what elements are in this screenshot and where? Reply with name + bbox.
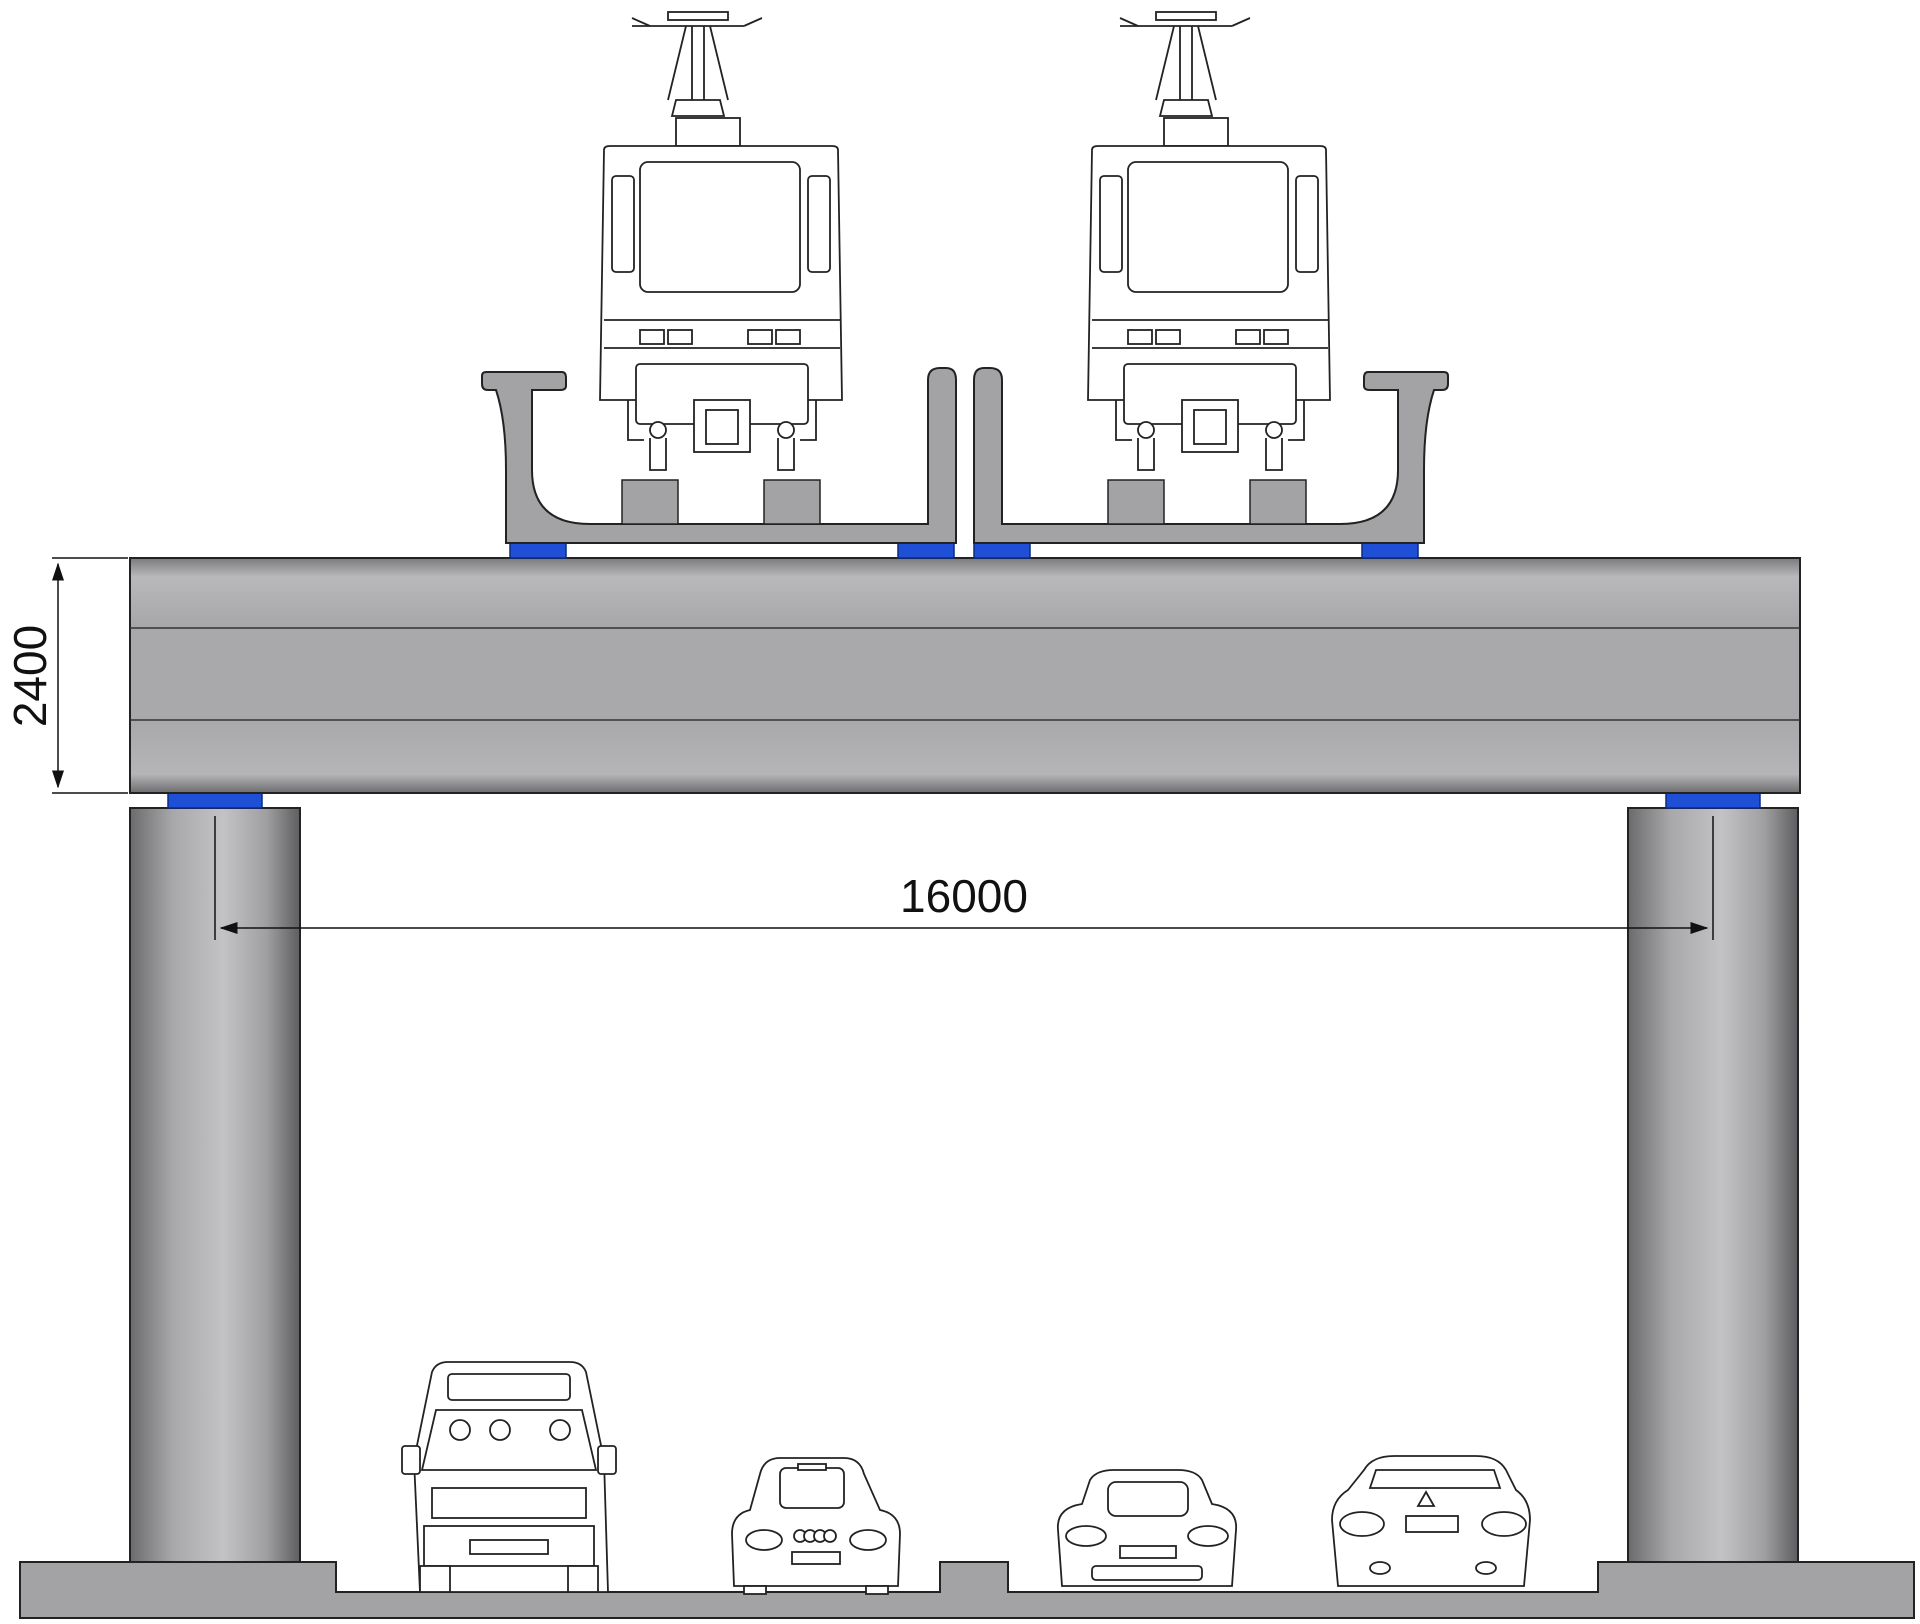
dim-pier-span [214, 816, 1714, 940]
ground-slab [19, 1561, 1915, 1619]
rail-plinth-2 [763, 479, 821, 525]
pier-bearing-right [1665, 792, 1761, 809]
deck-bearing-3 [973, 542, 1031, 559]
tram-left [599, 11, 843, 471]
u-trough-right [973, 367, 1449, 544]
deck-bearing-2 [897, 542, 955, 559]
pier-bearing-left [167, 792, 263, 809]
deck-bearing-4 [1361, 542, 1419, 559]
u-trough-left [481, 367, 957, 544]
rail-plinth-4 [1249, 479, 1307, 525]
rail-plinth-3 [1107, 479, 1165, 525]
rail-plinth-1 [621, 479, 679, 525]
dim-girder-depth-label: 2400 [4, 625, 56, 727]
dim-pier-span-label: 16000 [900, 870, 1028, 922]
mitsubishi-coupe [1331, 1455, 1531, 1587]
tram-right [1087, 11, 1331, 471]
dim-girder-depth [52, 557, 128, 794]
van [401, 1361, 617, 1593]
porsche-coupe [1057, 1469, 1237, 1587]
box-girder [129, 557, 1801, 794]
audi-sedan [731, 1457, 901, 1595]
deck-bearing-1 [509, 542, 567, 559]
